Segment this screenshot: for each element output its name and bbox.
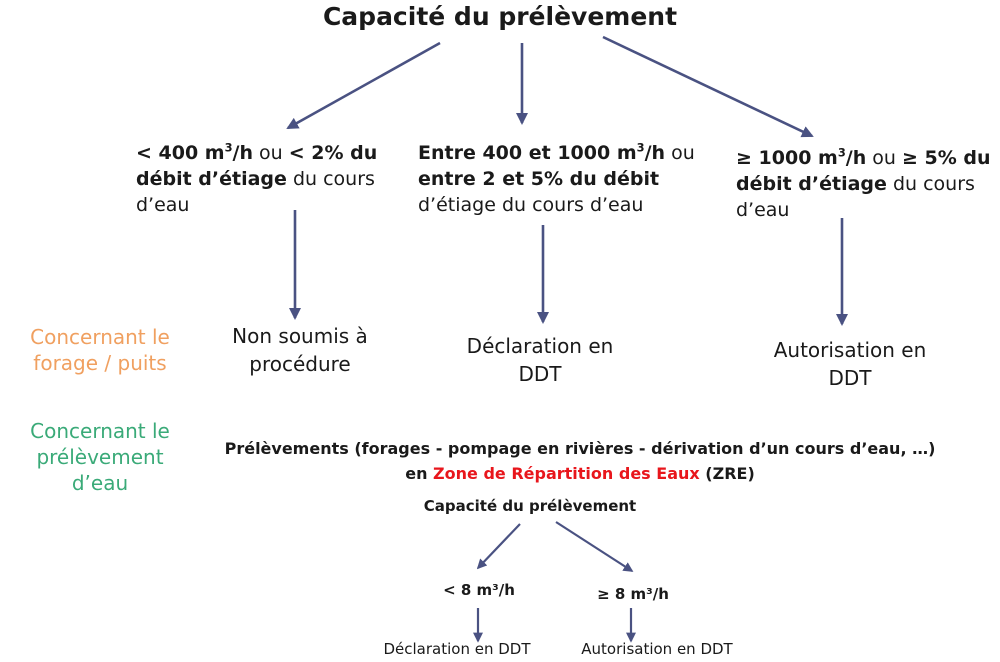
zre-condition-high: ≥ 8 m³/h: [597, 585, 669, 603]
zre-title: Capacité du prélèvement: [423, 497, 637, 515]
arrow-to-sub-condition-1: [476, 523, 521, 570]
zre-result-authorisation: Autorisation en DDT: [581, 640, 733, 658]
result-authorisation: Autorisation en DDT: [773, 338, 927, 390]
side-label-prelevement: Concernant le prélèvement d’eau: [30, 419, 170, 495]
result-not-subject: Non soumis à procédure: [232, 324, 368, 376]
main-title: Capacité du prélèvement: [322, 2, 678, 31]
condition-medium: Entre 400 et 1000 m3/h ou entre 2 et 5% …: [418, 140, 695, 216]
condition-low: < 400 m3/h ou < 2% du débit d’étiage du …: [136, 140, 378, 216]
side-label-forage: Concernant le forage / puits: [30, 325, 170, 375]
arrow-to-condition-1: [286, 41, 441, 130]
zre-highlight: Zone de Répartition des Eaux: [433, 464, 700, 483]
zre-heading: Prélèvements (forages - pompage en riviè…: [224, 439, 936, 483]
arrow-to-sub-condition-2: [555, 521, 634, 572]
zre-result-declaration: Déclaration en DDT: [383, 640, 531, 658]
condition-high: ≥ 1000 m3/h ou ≥ 5% du débit d’étiage du…: [736, 145, 991, 221]
zre-condition-low: < 8 m³/h: [443, 581, 515, 599]
arrow-to-condition-3: [602, 35, 814, 138]
result-declaration: Déclaration en DDT: [466, 334, 614, 386]
